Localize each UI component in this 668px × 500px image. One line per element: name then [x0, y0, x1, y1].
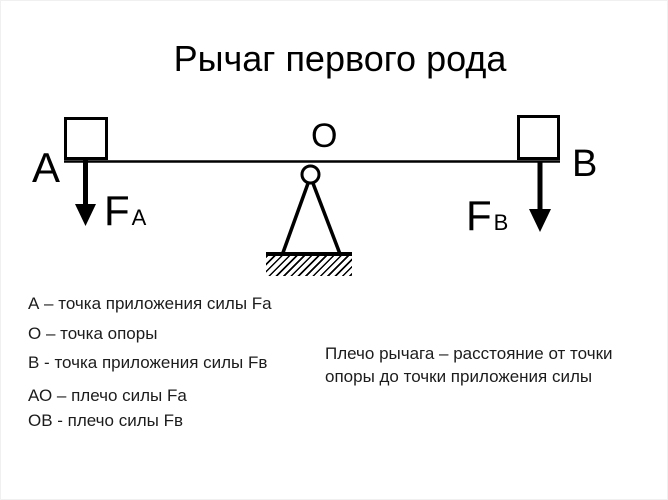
force-a-symbol: F [104, 187, 130, 234]
point-a-label: А [32, 144, 61, 191]
force-a-label: FА [104, 190, 146, 232]
point-o-label: О [311, 117, 338, 155]
fulcrum-triangle [280, 181, 342, 255]
load-box-b [517, 115, 560, 160]
definition-point-o: О – точка опоры [28, 324, 158, 343]
ground-hatch [266, 252, 352, 276]
force-b-label: FВ [466, 195, 508, 237]
definition-arm-ob: ОВ - плечо силы Fв [28, 411, 183, 430]
lever-arm-note: Плечо рычага – расстояние от точки опоры… [325, 344, 613, 386]
load-box-a [64, 117, 108, 160]
force-arrow-b [529, 161, 551, 232]
force-a-subscript: А [131, 205, 147, 230]
point-b-label: В [572, 143, 598, 185]
definition-point-a: А – точка приложения силы Fа [28, 294, 272, 313]
pivot-circle [300, 164, 321, 185]
definition-point-b: В - точка приложения силы Fв [28, 353, 268, 372]
force-b-subscript: В [493, 210, 509, 235]
definition-arm-ao: АО – плечо силы Fа [28, 386, 187, 405]
force-b-symbol: F [466, 192, 492, 239]
force-arrow-a [75, 160, 96, 226]
lever-diagram [64, 115, 560, 255]
page-title: Рычаг первого рода [173, 38, 507, 79]
